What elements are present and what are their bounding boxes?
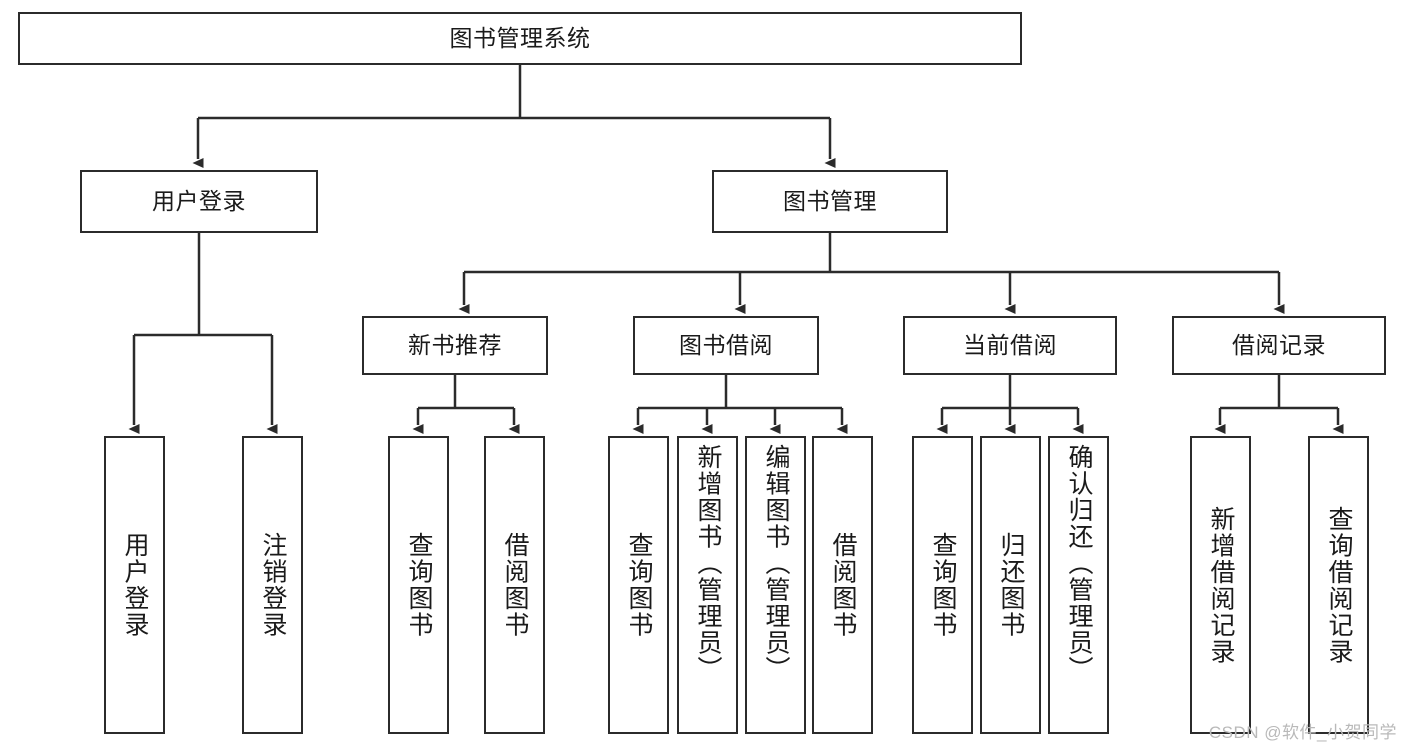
node-leaf-borrow-book-recommend-label: 借阅图书: [501, 532, 529, 638]
node-leaf-borrow-book[interactable]: 借阅图书: [812, 436, 873, 734]
node-leaf-borrow-book-recommend[interactable]: 借阅图书: [484, 436, 545, 734]
node-leaf-query-book-borrow[interactable]: 查询图书: [608, 436, 669, 734]
node-leaf-query-book-recommend-label: 查询图书: [405, 532, 433, 638]
node-user-login-label: 用户登录: [152, 188, 246, 214]
node-new-book-recommend[interactable]: 新书推荐: [362, 316, 548, 375]
node-root[interactable]: 图书管理系统: [18, 12, 1022, 65]
node-borrow-record[interactable]: 借阅记录: [1172, 316, 1386, 375]
node-leaf-confirm-return[interactable]: 确认归还（管理员）: [1048, 436, 1109, 734]
node-leaf-add-record[interactable]: 新增借阅记录: [1190, 436, 1251, 734]
node-current-borrow[interactable]: 当前借阅: [903, 316, 1117, 375]
node-borrow-record-label: 借阅记录: [1232, 332, 1326, 358]
node-leaf-logout-label: 注销登录: [259, 532, 287, 638]
node-user-login[interactable]: 用户登录: [80, 170, 318, 233]
node-leaf-return-book[interactable]: 归还图书: [980, 436, 1041, 734]
node-leaf-logout[interactable]: 注销登录: [242, 436, 303, 734]
node-leaf-query-book-recommend[interactable]: 查询图书: [388, 436, 449, 734]
node-book-manage-label: 图书管理: [783, 188, 877, 214]
node-root-label: 图书管理系统: [449, 25, 591, 51]
node-leaf-edit-book-label: 编辑图书（管理员）: [762, 444, 790, 683]
node-leaf-add-record-label: 新增借阅记录: [1207, 505, 1235, 665]
node-current-borrow-label: 当前借阅: [963, 332, 1057, 358]
node-leaf-add-book[interactable]: 新增图书（管理员）: [677, 436, 738, 734]
node-leaf-borrow-book-label: 借阅图书: [829, 532, 857, 638]
node-leaf-query-record[interactable]: 查询借阅记录: [1308, 436, 1369, 734]
node-leaf-query-book-current-label: 查询图书: [929, 532, 957, 638]
node-leaf-query-record-label: 查询借阅记录: [1325, 505, 1353, 665]
node-book-manage[interactable]: 图书管理: [712, 170, 948, 233]
node-leaf-return-book-label: 归还图书: [997, 532, 1025, 638]
node-new-book-recommend-label: 新书推荐: [408, 332, 502, 358]
node-leaf-edit-book[interactable]: 编辑图书（管理员）: [745, 436, 806, 734]
node-leaf-confirm-return-label: 确认归还（管理员）: [1065, 444, 1093, 683]
node-leaf-query-book-current[interactable]: 查询图书: [912, 436, 973, 734]
node-leaf-query-book-borrow-label: 查询图书: [625, 532, 653, 638]
node-leaf-user-login[interactable]: 用户登录: [104, 436, 165, 734]
node-book-borrow-label: 图书借阅: [679, 332, 773, 358]
node-leaf-user-login-label: 用户登录: [121, 532, 149, 638]
node-book-borrow[interactable]: 图书借阅: [633, 316, 819, 375]
node-leaf-add-book-label: 新增图书（管理员）: [694, 444, 722, 683]
